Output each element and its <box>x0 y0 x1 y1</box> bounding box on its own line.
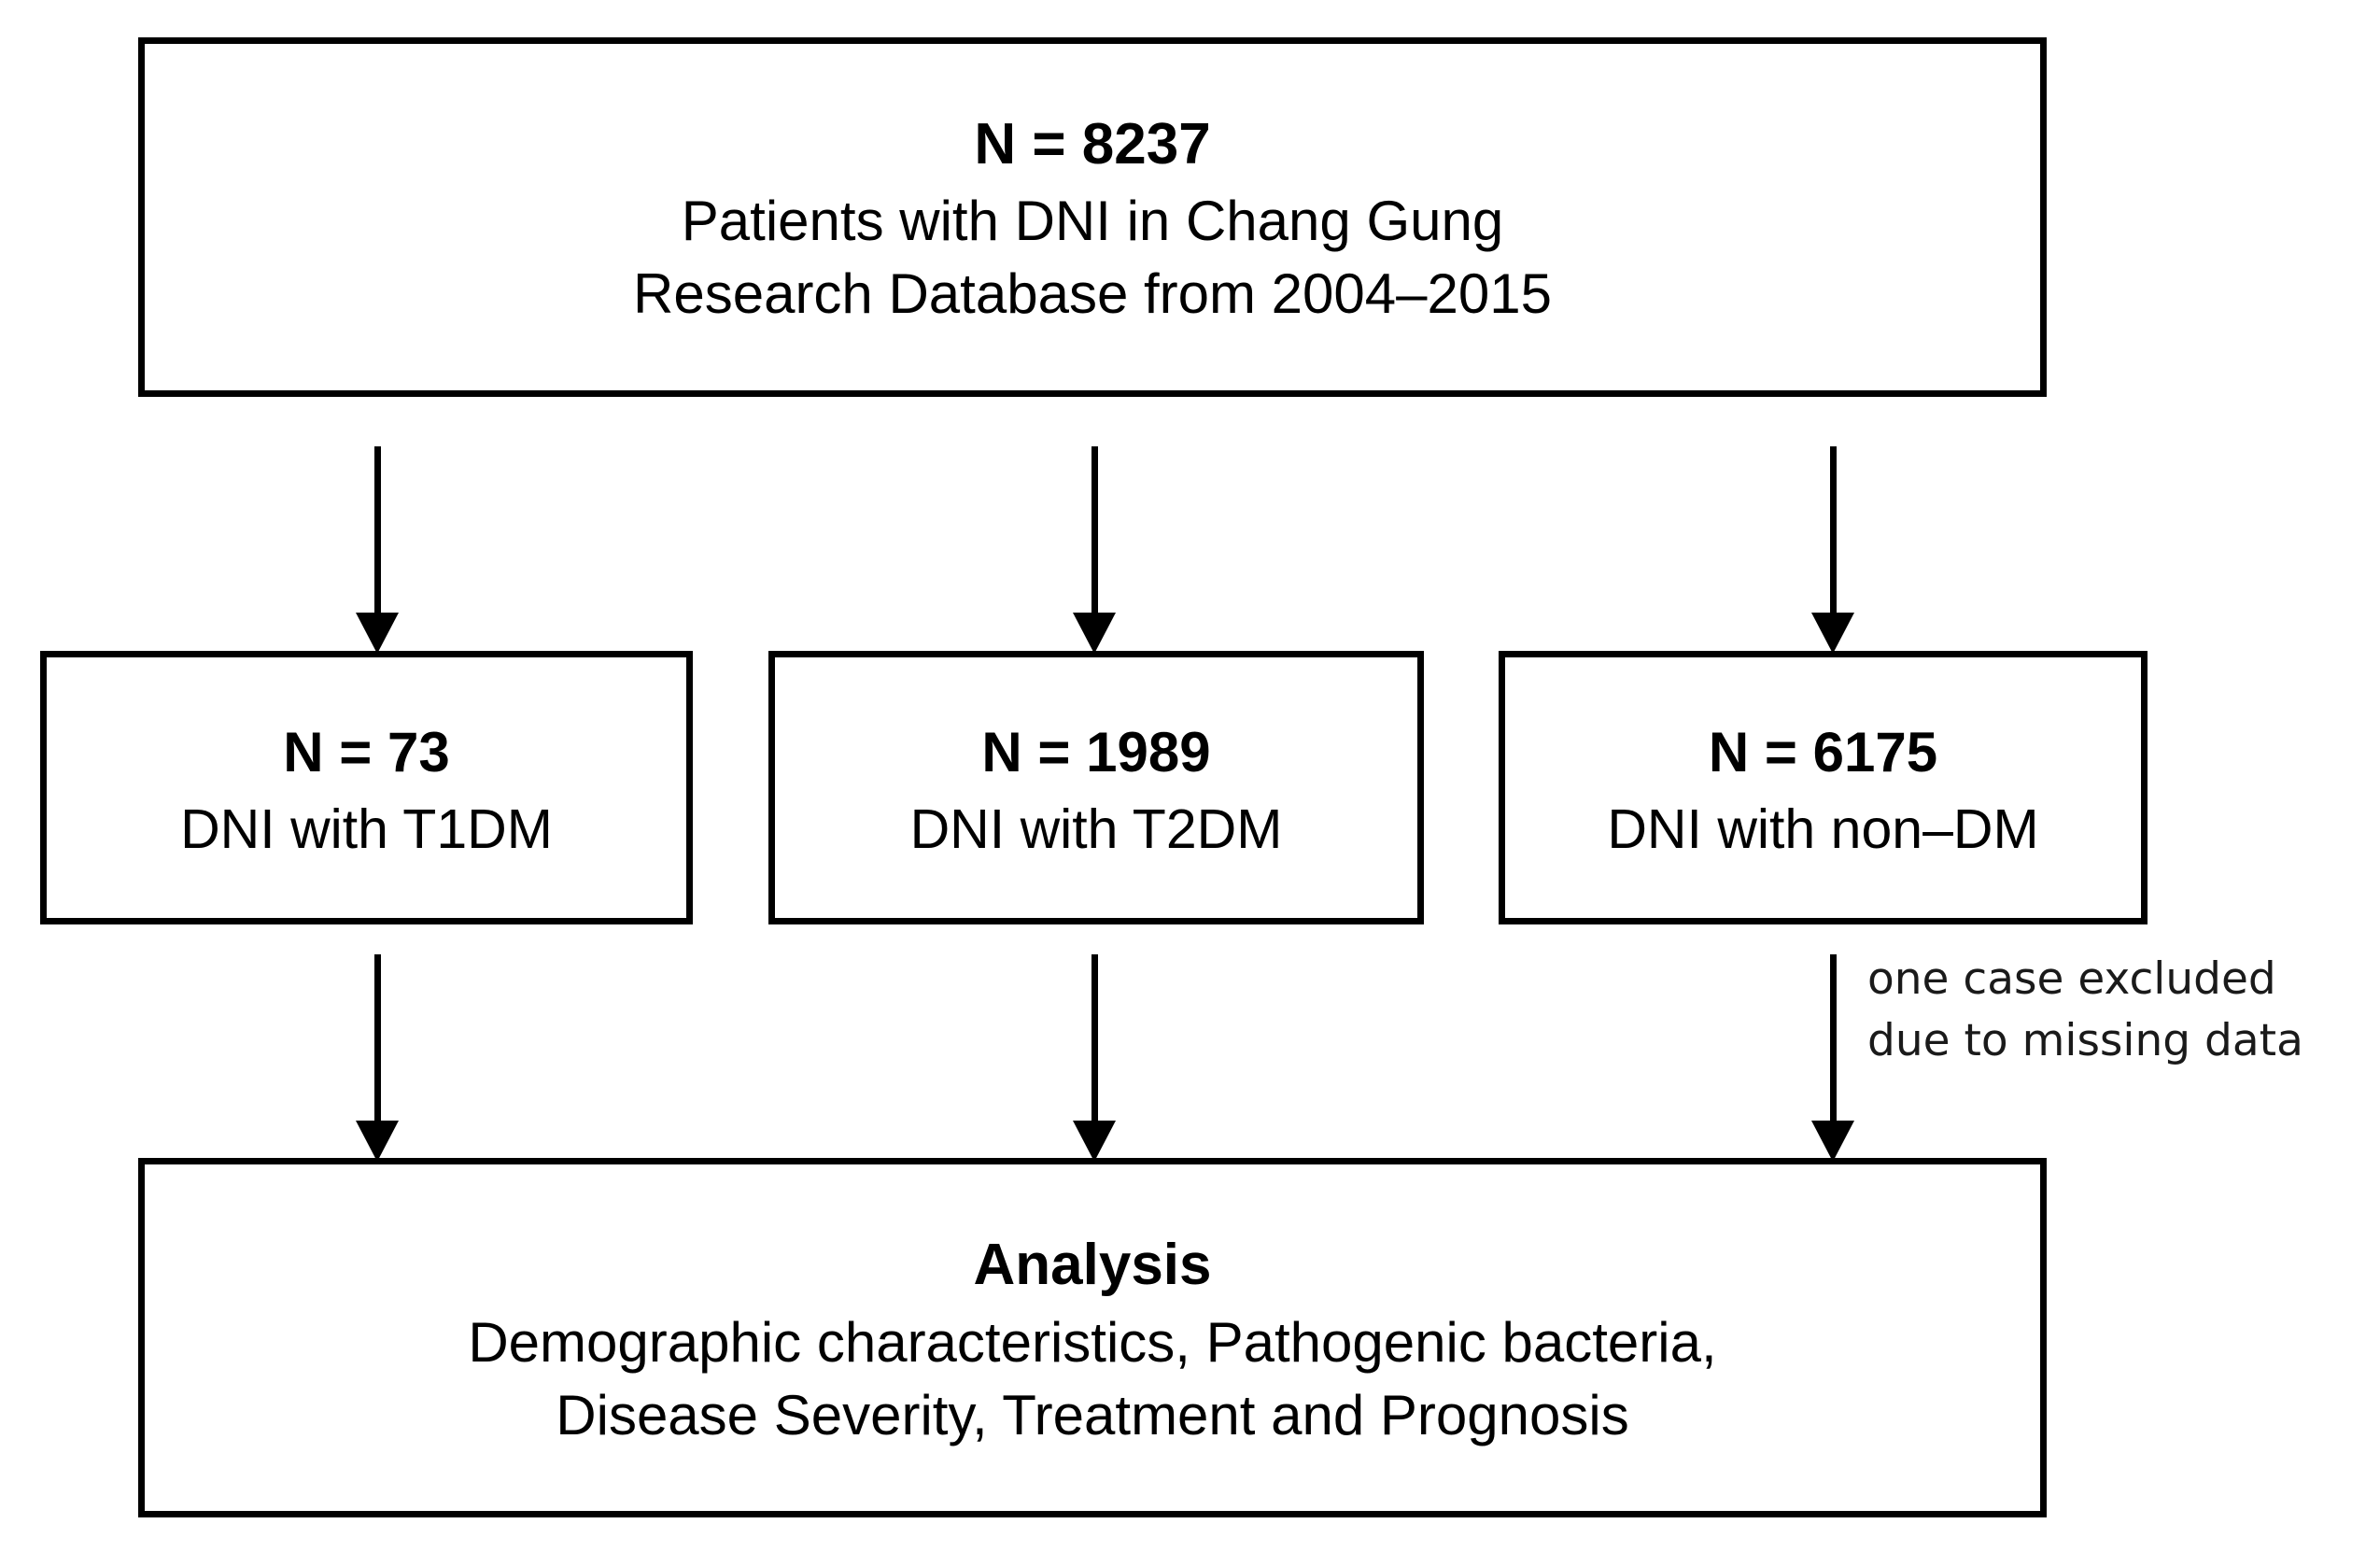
arrow-head <box>1073 613 1116 654</box>
node-nondm-group: N = 6175 DNI with non–DM <box>1499 651 2148 924</box>
analysis-title: Analysis <box>973 1232 1212 1297</box>
arrow-head <box>356 1121 399 1162</box>
nondm-group-description: DNI with non–DM <box>1607 797 2039 860</box>
node-t2dm-group: N = 1989 DNI with T2DM <box>768 651 1424 924</box>
arrow-shaft <box>1829 446 1837 613</box>
arrow-head <box>356 613 399 654</box>
arrow-head <box>1811 1121 1854 1162</box>
t1dm-group-count: N = 73 <box>283 720 450 783</box>
arrow-shaft <box>1829 954 1837 1121</box>
analysis-description-line-1: Demographic characteristics, Pathogenic … <box>468 1310 1717 1374</box>
t2dm-group-count: N = 1989 <box>981 720 1211 783</box>
t1dm-group-description: DNI with T1DM <box>180 797 553 860</box>
analysis-description-line-2: Disease Severity, Treatment and Prognosi… <box>556 1383 1629 1446</box>
arrow-shaft <box>1091 954 1098 1121</box>
arrow-down-icon-source-to-nondm <box>1811 446 1854 654</box>
node-t1dm-group: N = 73 DNI with T1DM <box>40 651 693 924</box>
node-source-cohort: N = 8237 Patients with DNI in Chang Gung… <box>138 37 2047 397</box>
arrow-shaft <box>373 954 381 1121</box>
arrow-down-icon-t2dm-to-analysis <box>1073 954 1116 1162</box>
exclusion-note-line-1: one case excluded <box>1867 953 2276 1005</box>
t2dm-group-description: DNI with T2DM <box>909 797 1283 860</box>
exclusion-note-line-2: due to missing data <box>1867 1015 2303 1066</box>
arrow-down-icon-source-to-t2dm <box>1073 446 1116 654</box>
arrow-shaft <box>373 446 381 613</box>
arrow-head <box>1073 1121 1116 1162</box>
arrow-shaft <box>1091 446 1098 613</box>
nondm-group-count: N = 6175 <box>1708 720 1938 783</box>
exclusion-note: one case excluded due to missing data <box>1867 949 2362 1072</box>
source-cohort-count: N = 8237 <box>974 111 1211 176</box>
source-cohort-description-line-1: Patients with DNI in Chang Gung <box>681 189 1504 252</box>
arrow-head <box>1811 613 1854 654</box>
arrow-down-icon-source-to-t1dm <box>356 446 399 654</box>
source-cohort-description-line-2: Research Database from 2004–2015 <box>633 261 1552 325</box>
arrow-down-icon-t1dm-to-analysis <box>356 954 399 1162</box>
node-analysis: Analysis Demographic characteristics, Pa… <box>138 1158 2047 1517</box>
arrow-down-icon-nondm-to-analysis <box>1811 954 1854 1162</box>
